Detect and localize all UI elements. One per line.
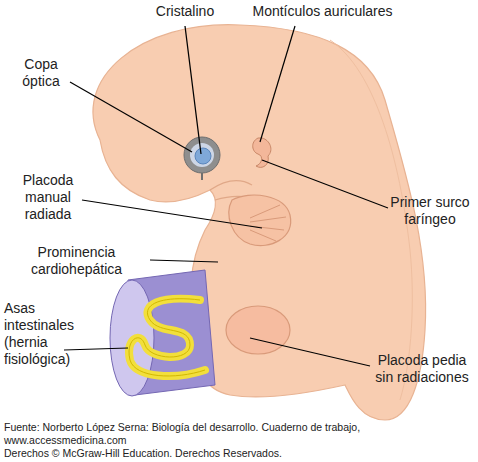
hand-plate (229, 195, 291, 246)
part-label: Placoda manual radiada (12, 172, 84, 223)
part-label: Asas intestinales (hernia fisiológica) (4, 300, 72, 368)
leader-lines (64, 26, 388, 366)
digital-rays (250, 205, 286, 241)
optic-cup-inner (190, 143, 214, 167)
copyright-note: Derechos © McGraw-Hill Education. Derech… (4, 447, 474, 460)
leader-line (250, 338, 370, 366)
part-label: Cristalino (130, 3, 240, 20)
intestinal-loops-core (129, 299, 205, 376)
leader-line (70, 82, 192, 152)
leader-line (260, 26, 295, 142)
dorsal-contour (330, 40, 412, 400)
part-label: Copa óptica (6, 56, 76, 90)
lens (195, 148, 211, 164)
part-label: Prominencia cardiohepática (4, 244, 149, 278)
intestinal-loops (129, 299, 205, 376)
optic-cup (184, 137, 220, 173)
part-label: Placoda pedia sin radiaciones (368, 352, 476, 386)
leader-line (64, 348, 128, 350)
embryo-body (93, 25, 426, 420)
part-label: Montículos auriculares (235, 3, 410, 20)
leader-line (150, 260, 218, 262)
optic-fissure (201, 173, 203, 180)
foot-plate (226, 306, 290, 354)
part-label: Primer surco faríngeo (384, 194, 476, 228)
source-caption: Fuente: Norberto López Serna: Biología d… (4, 421, 474, 447)
leader-line (262, 160, 388, 208)
leader-line (82, 200, 262, 228)
leader-line (185, 26, 201, 154)
